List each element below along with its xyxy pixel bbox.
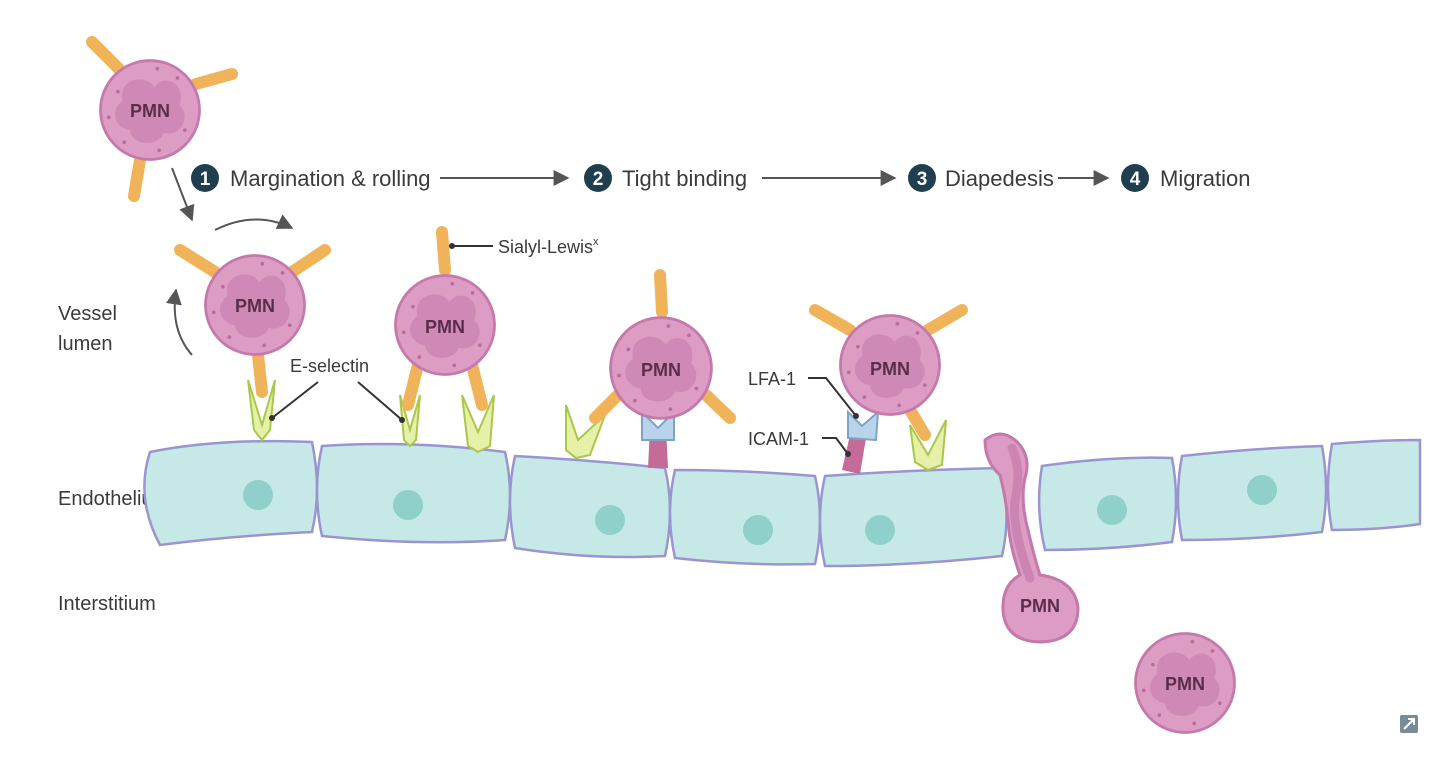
e-selectin-leader-1 <box>271 381 319 419</box>
pmn-cell-rolling: PMN <box>174 244 331 398</box>
e-selectin-molecule <box>909 419 947 472</box>
endothelium <box>143 438 1422 568</box>
motion-arrows <box>165 167 294 356</box>
sialyl-lewis-receptors <box>809 304 968 441</box>
pmn-label: PMN <box>870 359 910 379</box>
e-selectin-molecules <box>247 379 947 472</box>
pmn-label: PMN <box>1020 596 1060 616</box>
endothelial-cell <box>1326 438 1422 532</box>
step-1: 1 Margination & rolling <box>191 164 431 192</box>
step-1-badge <box>191 164 219 192</box>
vessel-lumen-label-line2: lumen <box>58 333 112 355</box>
interstitium-label: Interstitium <box>58 593 156 615</box>
step-4-badge <box>1121 164 1149 192</box>
e-selectin-molecule <box>565 404 606 460</box>
sialyl-lewis-receptors <box>86 36 238 202</box>
step-3: 3 Diapedesis <box>908 164 1054 192</box>
pmn-cell-diapedesis: PMN <box>983 432 1080 644</box>
pmn-label: PMN <box>425 317 465 337</box>
pmn-cell-migrated: PMN <box>1134 632 1236 734</box>
step-2: 2 Tight binding <box>584 164 747 192</box>
step-2-badge <box>584 164 612 192</box>
pmn-cell-icam-bound: PMN <box>809 304 968 441</box>
diapedesis-cell-body <box>983 432 1080 644</box>
step-1-label: Margination & rolling <box>230 166 431 191</box>
rolling-arrow-top <box>214 214 294 231</box>
endothelial-nucleus <box>1097 495 1127 525</box>
step-3-label: Diapedesis <box>945 166 1054 191</box>
lfa1-molecule <box>641 409 675 441</box>
e-selectin-molecule <box>461 394 495 454</box>
sialyl-lewis-receptors <box>589 269 736 424</box>
endothelial-cell <box>668 468 822 566</box>
sialyl-lewis-label: Sialyl-Lewisx <box>498 236 599 257</box>
endothelial-nucleus <box>595 505 625 535</box>
endothelial-cell <box>818 466 1008 568</box>
expand-icon[interactable] <box>1400 715 1418 733</box>
icam1-molecule <box>842 435 866 474</box>
adhesion-molecules <box>641 409 880 474</box>
e-selectin-leader-2 <box>357 381 403 421</box>
lfa1-leader-line <box>808 377 857 417</box>
region-labels: Vessel lumen Endothelium Interstitium <box>58 303 169 615</box>
endothelial-nucleus <box>393 490 423 520</box>
lfa1-label: LFA-1 <box>748 369 796 389</box>
pmn-cell-tight-binding: PMN <box>589 269 736 424</box>
endothelial-nucleus <box>743 515 773 545</box>
e-selectin-label: E-selectin <box>290 356 369 376</box>
pmn-label: PMN <box>130 101 170 121</box>
e-selectin-molecule <box>247 379 276 442</box>
vessel-lumen-label-line1: Vessel <box>58 303 117 325</box>
endothelial-nucleus <box>1247 475 1277 505</box>
pmn-label: PMN <box>1165 674 1205 694</box>
pmn-cell-floating: PMN <box>86 36 238 202</box>
pmn-cell-selectin-bound: PMN <box>394 226 496 411</box>
endothelial-cell <box>143 439 319 547</box>
step-2-number: 2 <box>593 169 604 190</box>
icam1-leader-line <box>822 437 849 455</box>
approach-arrow <box>171 167 195 222</box>
endothelial-cell <box>508 454 672 559</box>
pmn-label: PMN <box>641 360 681 380</box>
step-4: 4 Migration <box>1121 164 1250 192</box>
step-3-badge <box>908 164 936 192</box>
e-selectin-molecule <box>399 394 421 448</box>
step-4-label: Migration <box>1160 166 1250 191</box>
step-3-number: 3 <box>917 169 928 190</box>
endothelial-nucleus <box>865 515 895 545</box>
step-2-label: Tight binding <box>622 166 747 191</box>
icam1-label: ICAM-1 <box>748 429 809 449</box>
molecule-labels: Sialyl-Lewisx E-selectin LFA-1 ICAM-1 <box>269 236 859 457</box>
step-4-number: 4 <box>1130 169 1141 190</box>
sialyl-lewis-receptors <box>174 244 331 398</box>
rolling-arrow-left <box>165 288 193 356</box>
step-header: 1 Margination & rolling 2 Tight binding … <box>191 164 1250 192</box>
lfa1-molecule <box>847 409 880 442</box>
pmn-label: PMN <box>235 296 275 316</box>
step-1-number: 1 <box>200 169 211 190</box>
endothelium-label: Endothelium <box>58 488 169 510</box>
endothelial-nucleus <box>243 480 273 510</box>
sialyl-lewis-receptors <box>402 226 488 411</box>
